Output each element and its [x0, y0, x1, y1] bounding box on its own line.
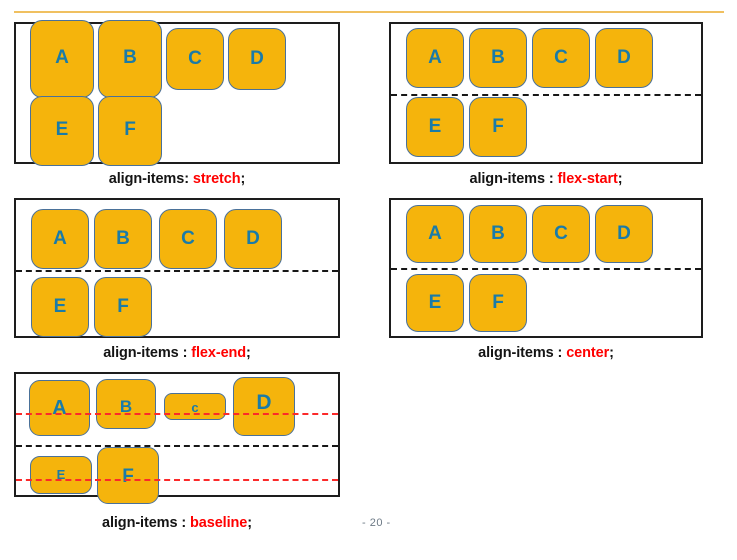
flex-item-label: C — [554, 47, 568, 68]
panel-align-items-flex-start: A B C D E F align-items : flex-start; — [389, 22, 703, 187]
flex-item-label: F — [124, 119, 136, 140]
flex-item-label: E — [56, 467, 66, 482]
caption-value: stretch — [192, 171, 241, 187]
flex-item-label: D — [250, 48, 264, 69]
flex-item-f: F — [469, 97, 527, 157]
flex-item-label: F — [117, 296, 129, 317]
flex-item-label: A — [428, 47, 442, 68]
flex-item-b: B — [469, 28, 527, 88]
flex-item-label: C — [554, 223, 568, 244]
flex-item-c: C — [532, 205, 590, 263]
flex-item-c: c — [164, 393, 226, 420]
flex-item-label: E — [55, 119, 69, 140]
panel-align-items-stretch: A B C D E F align-items: stretch; — [14, 20, 340, 187]
panel-align-items-center: A B C D E F align-items : center; — [389, 198, 703, 361]
caption-semicolon: ; — [247, 515, 252, 531]
flex-item-label: F — [122, 466, 134, 487]
baseline-marker-line-1 — [16, 413, 338, 415]
flex-item-label: C — [188, 48, 202, 69]
caption-property: align-items : — [478, 345, 563, 361]
flex-item-label: A — [428, 223, 442, 244]
flex-item-d: D — [228, 28, 286, 90]
flex-item-b: B — [469, 205, 527, 263]
caption-value: flex-start — [557, 171, 618, 187]
flex-item-label: B — [119, 397, 133, 416]
flex-item-d: D — [224, 209, 282, 269]
caption-property: align-items : — [101, 515, 187, 531]
flex-item-f: F — [94, 277, 152, 337]
flex-item-a: A — [406, 205, 464, 263]
caption-semicolon: ; — [609, 345, 614, 361]
accent-top-rule — [14, 11, 724, 13]
flex-item-e: E — [30, 96, 94, 166]
flex-item-a: A — [30, 20, 94, 98]
flex-item-b: B — [94, 209, 152, 269]
flex-item-label: C — [181, 228, 195, 249]
flex-line-separator — [16, 270, 338, 272]
flex-item-label: B — [116, 228, 130, 249]
flex-item-label: E — [428, 292, 442, 313]
flex-item-label: c — [191, 400, 199, 415]
panel-caption: align-items : flex-end; — [14, 345, 340, 361]
flex-item-c: C — [532, 28, 590, 88]
page-number: - 20 - — [362, 517, 391, 529]
baseline-marker-line-2 — [16, 479, 338, 481]
flex-item-b: B — [96, 379, 156, 429]
flex-item-label: F — [492, 116, 504, 137]
flex-item-b: B — [98, 20, 162, 98]
flex-item-label: F — [492, 292, 504, 313]
panel-caption: align-items : flex-start; — [389, 171, 703, 187]
caption-property: align-items: — [108, 171, 189, 187]
flex-item-label: E — [53, 296, 67, 317]
flex-line-separator — [16, 445, 338, 447]
flex-item-d: D — [595, 28, 653, 88]
flex-item-label: D — [256, 391, 272, 414]
flex-item-label: A — [55, 47, 69, 68]
flex-item-c: C — [159, 209, 217, 269]
caption-property: align-items : — [469, 171, 554, 187]
flex-item-a: A — [31, 209, 89, 269]
flex-line-separator — [391, 268, 701, 270]
flex-item-c: C — [166, 28, 224, 90]
panel-caption: align-items: stretch; — [14, 171, 340, 187]
flex-item-f: F — [97, 447, 159, 504]
flex-item-label: A — [53, 228, 67, 249]
caption-semicolon: ; — [240, 171, 246, 187]
flex-item-d: D — [595, 205, 653, 263]
flex-item-e: E — [31, 277, 89, 337]
panel-align-items-baseline: A B c D E F align-items : baseline; — [14, 372, 340, 540]
caption-value: flex-end — [191, 345, 247, 361]
caption-semicolon: ; — [617, 171, 623, 187]
panel-align-items-flex-end: A B C D E F align-items : flex-end; — [14, 198, 340, 361]
caption-value: baseline — [190, 515, 248, 531]
flex-item-label: D — [617, 47, 631, 68]
panel-caption: align-items : baseline; — [14, 515, 340, 531]
flex-item-label: D — [246, 228, 260, 249]
flex-item-f: F — [469, 274, 527, 332]
flex-item-e: E — [30, 456, 92, 494]
flex-line-separator — [391, 94, 701, 96]
caption-semicolon: ; — [246, 345, 251, 361]
flex-item-label: D — [617, 223, 631, 244]
flex-item-e: E — [406, 274, 464, 332]
flex-item-label: B — [123, 47, 137, 68]
panel-caption: align-items : center; — [389, 345, 703, 361]
flex-item-a: A — [29, 380, 90, 436]
caption-property: align-items : — [103, 345, 188, 361]
flex-item-d: D — [233, 377, 295, 436]
flex-item-label: A — [52, 397, 67, 419]
flex-item-label: E — [428, 116, 442, 137]
flex-item-e: E — [406, 97, 464, 157]
flex-item-f: F — [98, 96, 162, 166]
caption-value: center — [566, 345, 610, 361]
flex-item-label: B — [491, 47, 505, 68]
flex-item-a: A — [406, 28, 464, 88]
flex-item-label: B — [491, 223, 505, 244]
